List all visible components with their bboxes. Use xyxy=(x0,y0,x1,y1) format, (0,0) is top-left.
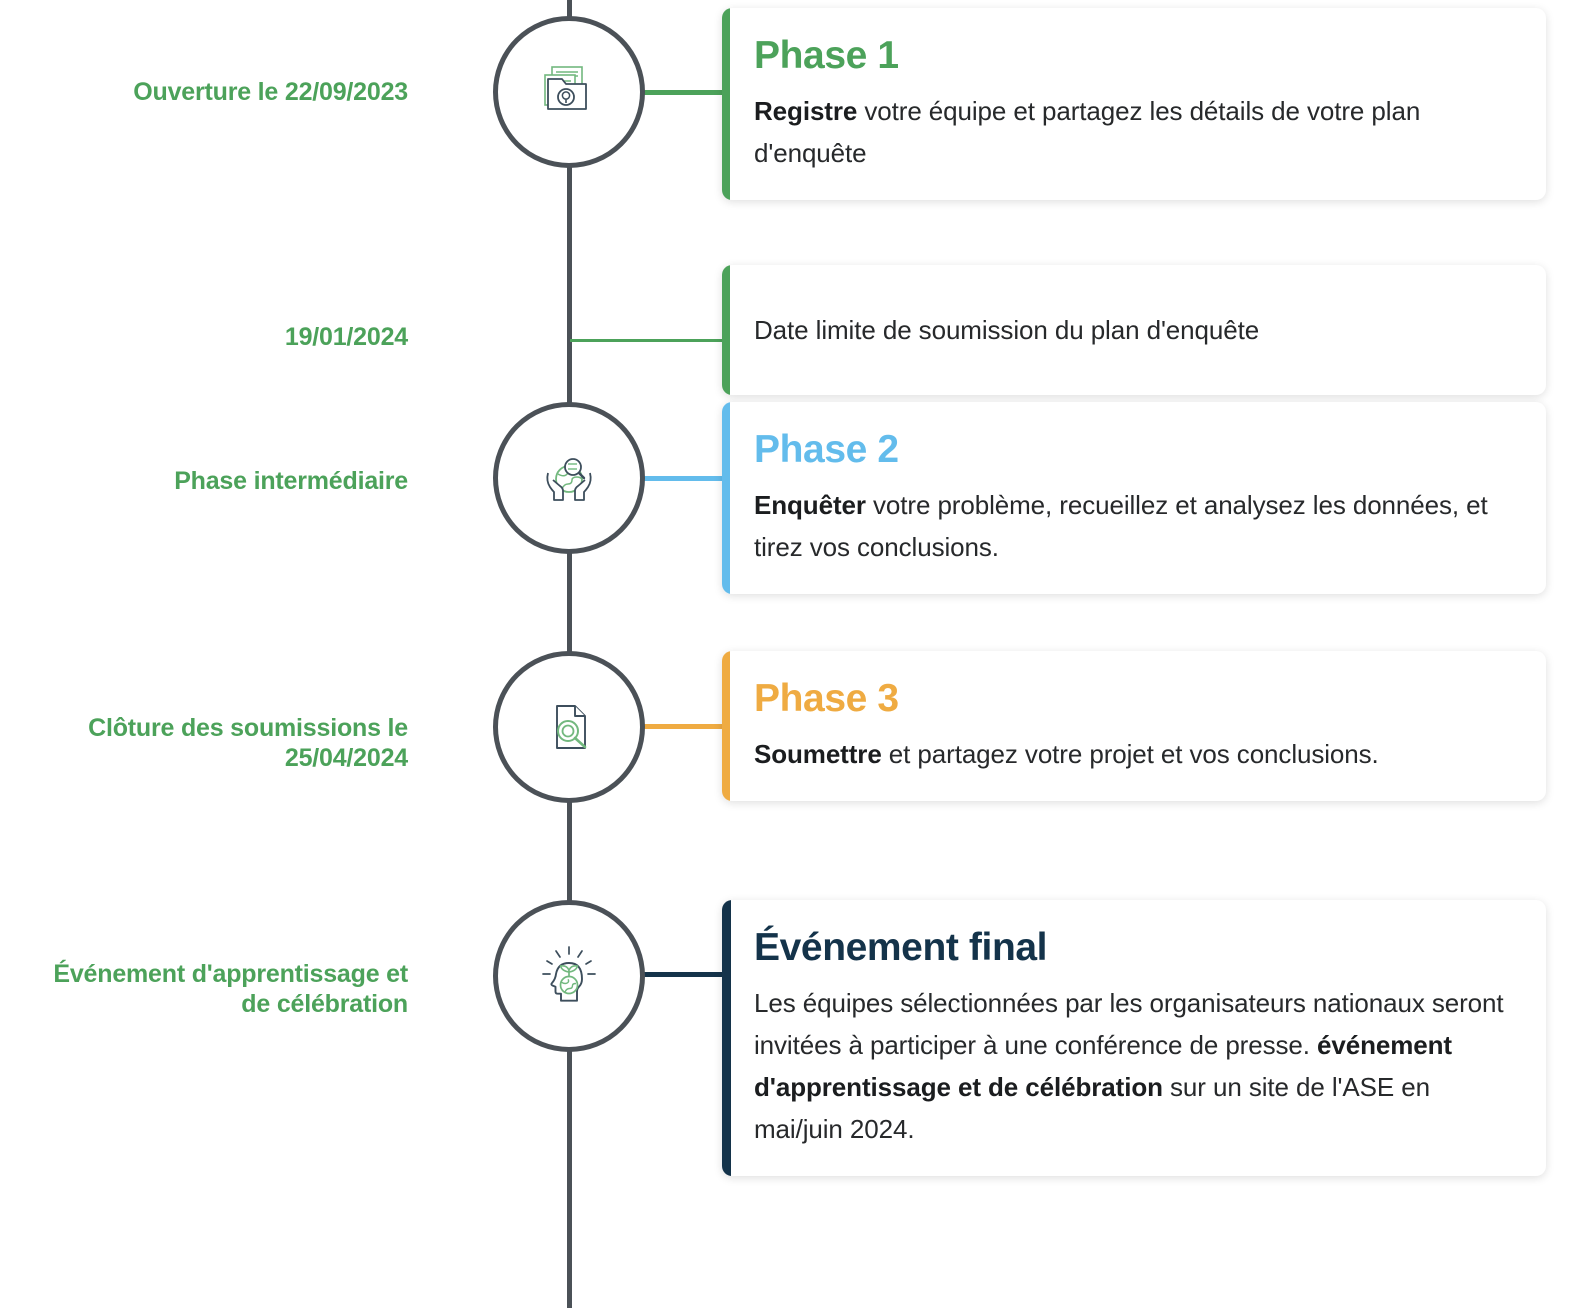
head-idea-globe-plant-icon xyxy=(538,945,600,1007)
card-text-final: Les équipes sélectionnées par les organi… xyxy=(754,982,1506,1150)
card-phase3[interactable]: Phase 3 Soumettre et partagez votre proj… xyxy=(722,651,1546,801)
card-text-phase1: Registre votre équipe et partagez les dé… xyxy=(754,90,1506,174)
node-final xyxy=(493,900,645,1052)
hands-globe-search-icon xyxy=(538,447,600,509)
side-label-phase3-text: Clôture des soumissions le 25/04/2024 xyxy=(88,714,408,772)
connector-deadline xyxy=(570,339,730,342)
card-accent-deadline xyxy=(722,265,730,396)
card-text-rest-final: Les équipes sélectionnées par les organi… xyxy=(754,987,1504,1060)
card-text-phase3: Soumettre et partagez votre projet et vo… xyxy=(754,733,1506,775)
card-text-deadline: Date limite de soumission du plan d'enqu… xyxy=(754,315,1260,345)
card-accent-phase2 xyxy=(722,402,730,594)
card-text-rest-phase3: et partagez votre projet et vos conclusi… xyxy=(881,738,1379,769)
card-phase1[interactable]: Phase 1 Registre votre équipe et partage… xyxy=(722,8,1546,200)
connector-phase3 xyxy=(640,724,730,729)
card-title-phase3: Phase 3 xyxy=(754,677,899,720)
card-title-phase1: Phase 1 xyxy=(754,34,899,77)
card-phase2[interactable]: Phase 2 Enquêter votre problème, recueil… xyxy=(722,402,1546,594)
card-text-lead-phase1: Registre xyxy=(754,95,858,126)
card-final[interactable]: Événement final Les équipes sélectionnée… xyxy=(722,900,1546,1177)
card-accent-phase1 xyxy=(722,8,730,200)
node-phase2 xyxy=(493,402,645,554)
side-label-phase3: Clôture des soumissions le 25/04/2024 xyxy=(28,714,408,773)
side-label-final: Événement d'apprentissage et de célébrat… xyxy=(53,960,408,1018)
card-accent-phase3 xyxy=(722,651,730,801)
card-text-lead-phase2: Enquêter xyxy=(754,489,866,520)
connector-phase2 xyxy=(640,476,730,481)
node-phase3 xyxy=(493,651,645,803)
connector-phase1 xyxy=(640,90,730,95)
card-text-lead-phase3: Soumettre xyxy=(754,738,882,769)
card-text-tail-final: sur un site de l'ASE en mai/juin 2024. xyxy=(754,1071,1430,1144)
card-text-rest-phase2: votre problème, recueillez et analysez l… xyxy=(754,489,1488,562)
side-label-phase1: Ouverture le 22/09/2023 xyxy=(133,78,408,106)
folder-documents-search-icon xyxy=(538,61,600,123)
card-title-phase2: Phase 2 xyxy=(754,428,899,471)
card-text-phase2: Enquêter votre problème, recueillez et a… xyxy=(754,484,1506,568)
card-text-rest-phase1: votre équipe et partagez les détails de … xyxy=(754,95,1421,168)
card-accent-final xyxy=(722,900,731,1177)
document-search-icon xyxy=(539,697,599,757)
card-deadline[interactable]: Date limite de soumission du plan d'enqu… xyxy=(722,265,1546,396)
card-text-bold-final: événement d'apprentissage et de célébrat… xyxy=(754,1029,1452,1102)
node-phase1 xyxy=(493,16,645,168)
card-title-final: Événement final xyxy=(754,926,1048,969)
side-label-phase2: Phase intermédiaire xyxy=(174,467,408,495)
connector-final xyxy=(640,972,730,977)
side-label-deadline: 19/01/2024 xyxy=(284,323,408,351)
